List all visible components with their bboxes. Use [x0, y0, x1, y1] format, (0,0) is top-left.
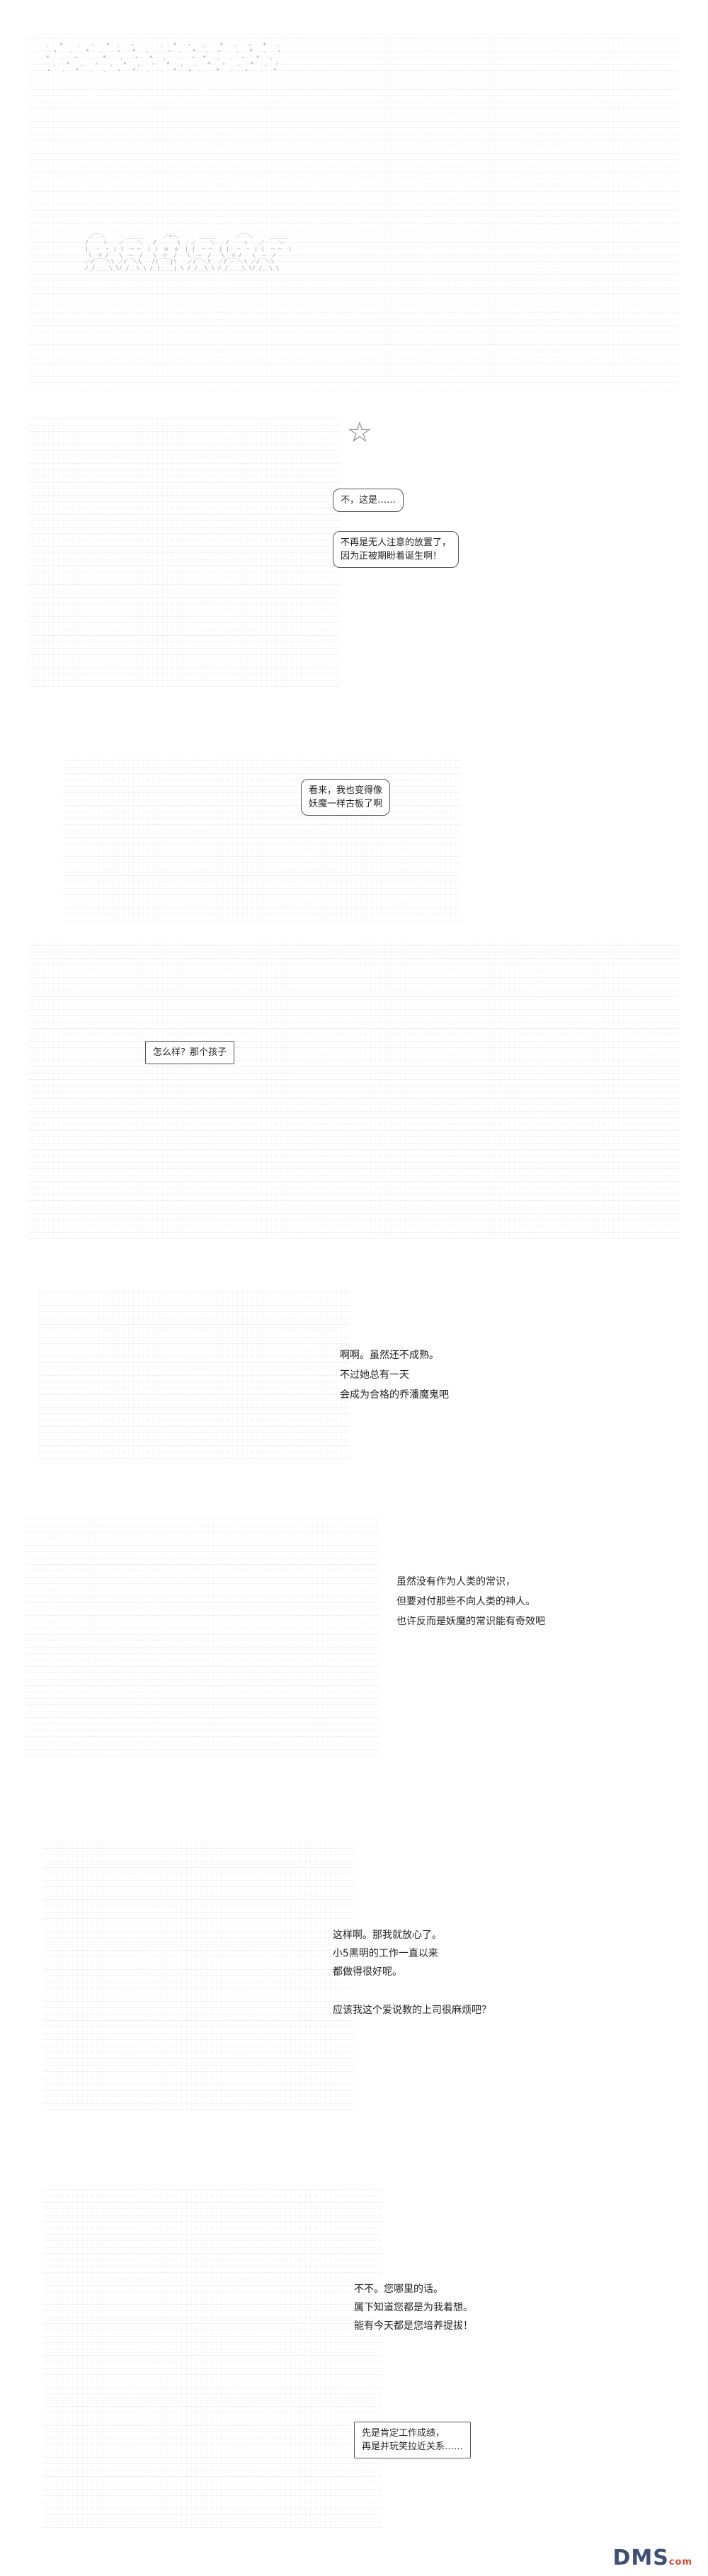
bubble-line: 妖魔一样古板了啊: [309, 799, 383, 809]
narration-text: 啊啊。虽然还不成熟。 不过她总有一天 会成为合格的乔潘魔鬼吧: [340, 1345, 449, 1405]
ascii-art-character-3: [64, 758, 460, 921]
ascii-art-character-7: [42, 1841, 354, 2110]
narration-line: 也许反而是妖魔的常识能有奇效吧: [396, 1616, 545, 1627]
ascii-art-sky-figures: [28, 35, 680, 389]
bubble-line: 因为正被期盼着诞生啊！: [341, 551, 442, 562]
bubble-line: 不，这是……: [341, 495, 396, 506]
narration-line: 应该我这个爱说教的上司很麻烦吧？: [333, 2005, 491, 2016]
panel-3: 看来，我也变得像 妖魔一样古板了啊: [0, 715, 708, 928]
star-icon: ☆: [347, 416, 372, 449]
ascii-art-character-2: [28, 418, 340, 687]
ascii-art-character-5: [39, 1289, 350, 1459]
bubble-line: 不再是无人注意的放置了，: [341, 537, 452, 548]
panel-7: 这样啊。那我就放心了。 小5黑明的工作一直以来 都做得很好呢。 应该我这个爱说教…: [0, 1834, 708, 2117]
panel-4: 怎么样？那个孩子: [0, 935, 708, 1246]
speech-bubble-2: 不再是无人注意的放置了， 因为正被期盼着诞生啊！: [333, 531, 459, 568]
narration-line: 不过她总有一天: [340, 1369, 409, 1381]
ascii-art-scene-4: [28, 942, 680, 1239]
site-watermark-logo: DMScom: [612, 2546, 692, 2570]
bubble-line: 再是并玩笑拉近关系……: [362, 2441, 464, 2452]
narration-line: 虽然没有作为人类的常识，: [396, 1576, 515, 1588]
narration-text: 虽然没有作为人类的常识， 但要对付那些不向人类的神人。 也许反而是妖魔的常识能有…: [396, 1572, 545, 1631]
narration-line: 但要对付那些不向人类的神人。: [396, 1596, 535, 1607]
ascii-art-character-8: [42, 2188, 382, 2528]
narration-line: 不不。您哪里的话。: [354, 2284, 443, 2295]
narration-line: 能有今天都是您培养提拔！: [354, 2320, 473, 2332]
panel-6: 虽然没有作为人类的常识， 但要对付那些不向人类的神人。 也许反而是妖魔的常识能有…: [0, 1501, 708, 1763]
narration-line: 啊啊。虽然还不成熟。: [340, 1350, 439, 1361]
panel-1: . * . ・ * . ・ . * ・ . * . ・ * . ・ . * . …: [0, 28, 708, 397]
panel-8: 不不。您哪里的话。 属下知道您都是为我着想。 能有今天都是您培养提拔！ 先是肯定…: [0, 2181, 708, 2535]
ascii-art-figures: ／￣＼ ＿＿＿ ／⌒＼ ＿＿＿ ／￣＼ ＿＿＿ / ヽ ／ ＼ / \ ／ ＼ …: [85, 233, 292, 271]
ascii-art-character-6: [25, 1515, 379, 1756]
narration-line: 会成为合格的乔潘魔鬼吧: [340, 1389, 449, 1401]
ascii-art-stars: . * . ・ * . ・ . * ・ . * . ・ * . ・ . * . …: [45, 42, 282, 74]
bubble-line: 先是肯定工作成绩，: [362, 2428, 445, 2439]
speech-bubble-1: 怎么样？那个孩子: [145, 1041, 235, 1064]
narration-line: 小5黑明的工作一直以来: [333, 1948, 438, 1959]
narration-line: 属下知道您都是为我着想。: [354, 2302, 473, 2313]
speech-bubble-1: 不，这是……: [333, 489, 404, 512]
narration-line: 这样啊。那我就放心了。: [333, 1930, 442, 1941]
speech-bubble-1: 看来，我也变得像 妖魔一样古板了啊: [301, 779, 391, 816]
bubble-line: 怎么样？那个孩子: [153, 1047, 227, 1058]
watermark-sub: com: [668, 2557, 692, 2568]
watermark-main: DMS: [612, 2546, 669, 2570]
bubble-line: 看来，我也变得像: [309, 785, 383, 796]
speech-bubble-1: 先是肯定工作成绩， 再是并玩笑拉近关系……: [354, 2422, 472, 2458]
panel-5: 啊啊。虽然还不成熟。 不过她总有一天 会成为合格的乔潘魔鬼吧: [0, 1275, 708, 1466]
narration-line: 都做得很好呢。: [333, 1966, 402, 1978]
narration-text: 不不。您哪里的话。 属下知道您都是为我着想。 能有今天都是您培养提拔！: [354, 2280, 473, 2335]
panel-2: ☆ 不，这是…… 不再是无人注意的放置了， 因为正被期盼着诞生啊！: [0, 411, 708, 694]
narration-text: 这样啊。那我就放心了。 小5黑明的工作一直以来 都做得很好呢。 应该我这个爱说教…: [333, 1926, 491, 2019]
